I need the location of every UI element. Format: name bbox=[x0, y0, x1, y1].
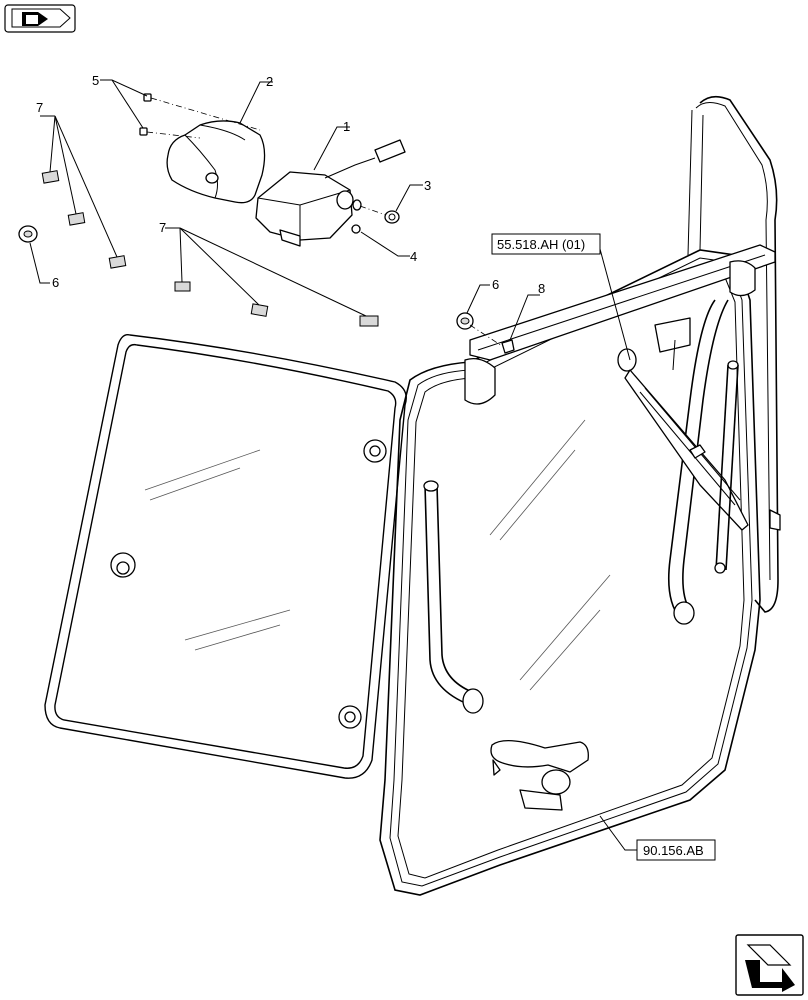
callout-1: 1 bbox=[343, 119, 350, 134]
wiper-reference-label: 55.518.AH (01) bbox=[497, 237, 585, 252]
wiper-reference-link[interactable]: 55.518.AH (01) bbox=[491, 233, 601, 255]
callout-4: 4 bbox=[410, 249, 417, 264]
rear-window-glass bbox=[44, 334, 407, 779]
door-reference-link[interactable]: 90.156.AB bbox=[636, 839, 716, 861]
callout-6-left: 6 bbox=[52, 275, 59, 290]
screw-8 bbox=[469, 324, 515, 354]
washer-3 bbox=[384, 210, 400, 224]
door-handle-tube bbox=[423, 299, 729, 714]
next-page-arrow-icon[interactable] bbox=[735, 934, 804, 996]
grommet-6-left bbox=[18, 225, 38, 243]
callout-8: 8 bbox=[538, 281, 545, 296]
callout-3: 3 bbox=[424, 178, 431, 193]
wiper-motor bbox=[255, 139, 406, 247]
wiper-arm bbox=[617, 348, 749, 531]
nut-4 bbox=[351, 224, 361, 234]
prev-page-arrow-icon[interactable] bbox=[4, 4, 76, 33]
wiper-motor-cover bbox=[166, 120, 266, 204]
callout-2: 2 bbox=[266, 74, 273, 89]
leader-lines bbox=[29, 79, 637, 851]
clips-7-left bbox=[41, 170, 127, 269]
callout-7-right: 7 bbox=[159, 220, 166, 235]
callout-6-right: 6 bbox=[492, 277, 499, 292]
bolts-5 bbox=[139, 93, 261, 139]
door-reference-label: 90.156.AB bbox=[643, 843, 704, 858]
gas-strut bbox=[654, 317, 739, 574]
callout-7-left: 7 bbox=[36, 100, 43, 115]
grommet-6-right bbox=[456, 312, 474, 330]
motor-axis-line bbox=[359, 205, 387, 216]
clips-7-right bbox=[174, 281, 379, 327]
door-latch bbox=[490, 740, 589, 811]
door-frame bbox=[379, 95, 781, 896]
callout-5: 5 bbox=[92, 73, 99, 88]
door-glass-hatching bbox=[489, 419, 611, 691]
